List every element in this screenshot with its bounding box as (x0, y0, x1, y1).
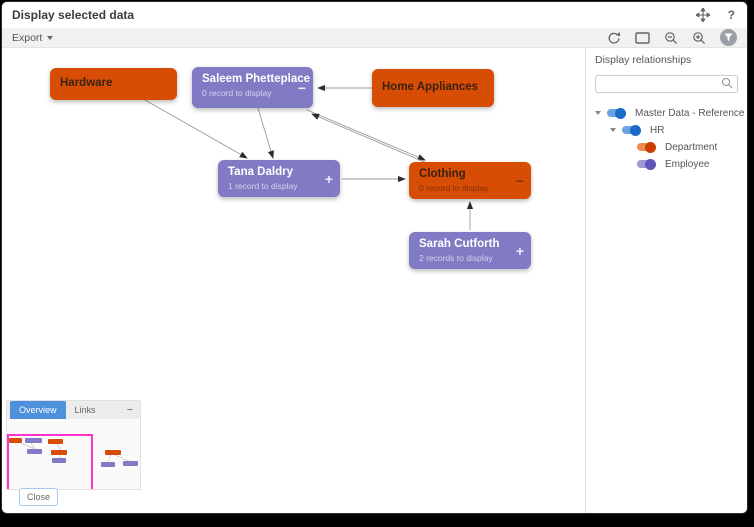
node-record-count: 2 records to display (419, 252, 493, 263)
undo-icon[interactable] (607, 31, 621, 45)
minimap-edges (20, 442, 130, 463)
minimap-node (27, 449, 42, 454)
graph-edges (144, 84, 474, 230)
sidebar-title: Display relationships (595, 54, 692, 66)
tree-item-label: Master Data - Reference (635, 107, 745, 119)
help-icon[interactable]: ? (727, 8, 735, 22)
export-label: Export (12, 31, 43, 44)
titlebar: Display selected data ? (2, 2, 747, 28)
zoom-out-icon[interactable] (664, 31, 678, 45)
node-saleem-phetteplace[interactable]: Saleem Phetteplace 0 record to display − (192, 67, 313, 108)
node-tana-daldry[interactable]: Tana Daldry 1 record to display + (218, 160, 340, 197)
minimap-node (123, 461, 138, 466)
minimap-node (9, 438, 22, 443)
page-title: Display selected data (12, 8, 135, 22)
toggle-master-data[interactable] (607, 107, 626, 119)
node-label: Home Appliances (382, 81, 479, 94)
toggle-hr[interactable] (622, 124, 641, 136)
graph-canvas[interactable]: Hardware Saleem Phetteplace 0 record to … (2, 48, 585, 513)
search-input[interactable] (595, 74, 738, 93)
node-record-count: 0 record to display (419, 182, 489, 193)
minimap (7, 419, 140, 489)
display-selected-data-dialog: Display selected data ? Export (2, 2, 747, 513)
minimap-viewport[interactable] (7, 434, 93, 489)
chevron-down-icon[interactable] (595, 111, 601, 115)
search-icon (721, 76, 733, 94)
collapse-node-button[interactable]: − (297, 79, 306, 96)
node-label: Saleem Phetteplace (202, 73, 311, 85)
overview-panel: Overview Links − (6, 400, 141, 490)
tree-item-master-data-reference: Master Data - Reference (595, 105, 745, 122)
filter-icon[interactable] (720, 29, 737, 46)
minimap-node (101, 462, 115, 467)
toolbar: Export (2, 28, 747, 48)
tab-links[interactable]: Links (66, 401, 105, 419)
collapse-node-button[interactable]: − (515, 172, 524, 189)
tree-item-label: Employee (665, 158, 710, 170)
move-window-icon[interactable] (695, 8, 710, 22)
node-label: Tana Daldry (228, 166, 293, 178)
overview-tabs: Overview Links − (7, 401, 140, 419)
node-label: Hardware (60, 77, 113, 90)
minimap-node (105, 450, 121, 455)
node-record-count: 1 record to display (228, 180, 298, 191)
tree-item-employee: Employee (595, 156, 738, 173)
minimize-panel-button[interactable]: − (120, 404, 140, 416)
zoom-in-icon[interactable] (692, 31, 706, 45)
close-button[interactable]: Close (19, 488, 59, 506)
node-record-count: 0 record to display (202, 87, 272, 98)
display-relationships-sidebar: Display relationships Master Data - Refe… (585, 48, 747, 513)
node-label: Clothing (419, 168, 466, 180)
node-clothing[interactable]: Clothing 0 record to display − (409, 162, 531, 199)
relationship-tree: Master Data - Reference HR Department Em… (595, 105, 745, 173)
tab-overview[interactable]: Overview (10, 401, 66, 419)
minimap-node (52, 458, 66, 463)
chevron-down-icon (47, 35, 54, 40)
expand-node-button[interactable]: + (515, 242, 524, 259)
node-home-appliances[interactable]: Home Appliances (372, 69, 494, 107)
minimap-node (51, 450, 67, 455)
chevron-down-icon[interactable] (610, 128, 616, 132)
node-hardware[interactable]: Hardware (50, 68, 177, 100)
tree-item-department: Department (595, 139, 738, 156)
minimap-node (25, 438, 42, 443)
export-button[interactable]: Export (12, 31, 54, 44)
expand-node-button[interactable]: + (324, 170, 333, 187)
toggle-employee[interactable] (637, 158, 656, 170)
node-label: Sarah Cutforth (419, 238, 500, 250)
tree-item-label: HR (650, 124, 665, 136)
minimap-node (48, 439, 63, 444)
tree-item-label: Department (665, 141, 718, 153)
tree-item-hr: HR (595, 122, 738, 139)
fit-screen-icon[interactable] (635, 31, 650, 44)
toggle-department[interactable] (637, 141, 656, 153)
node-sarah-cutforth[interactable]: Sarah Cutforth 2 records to display + (409, 232, 531, 269)
